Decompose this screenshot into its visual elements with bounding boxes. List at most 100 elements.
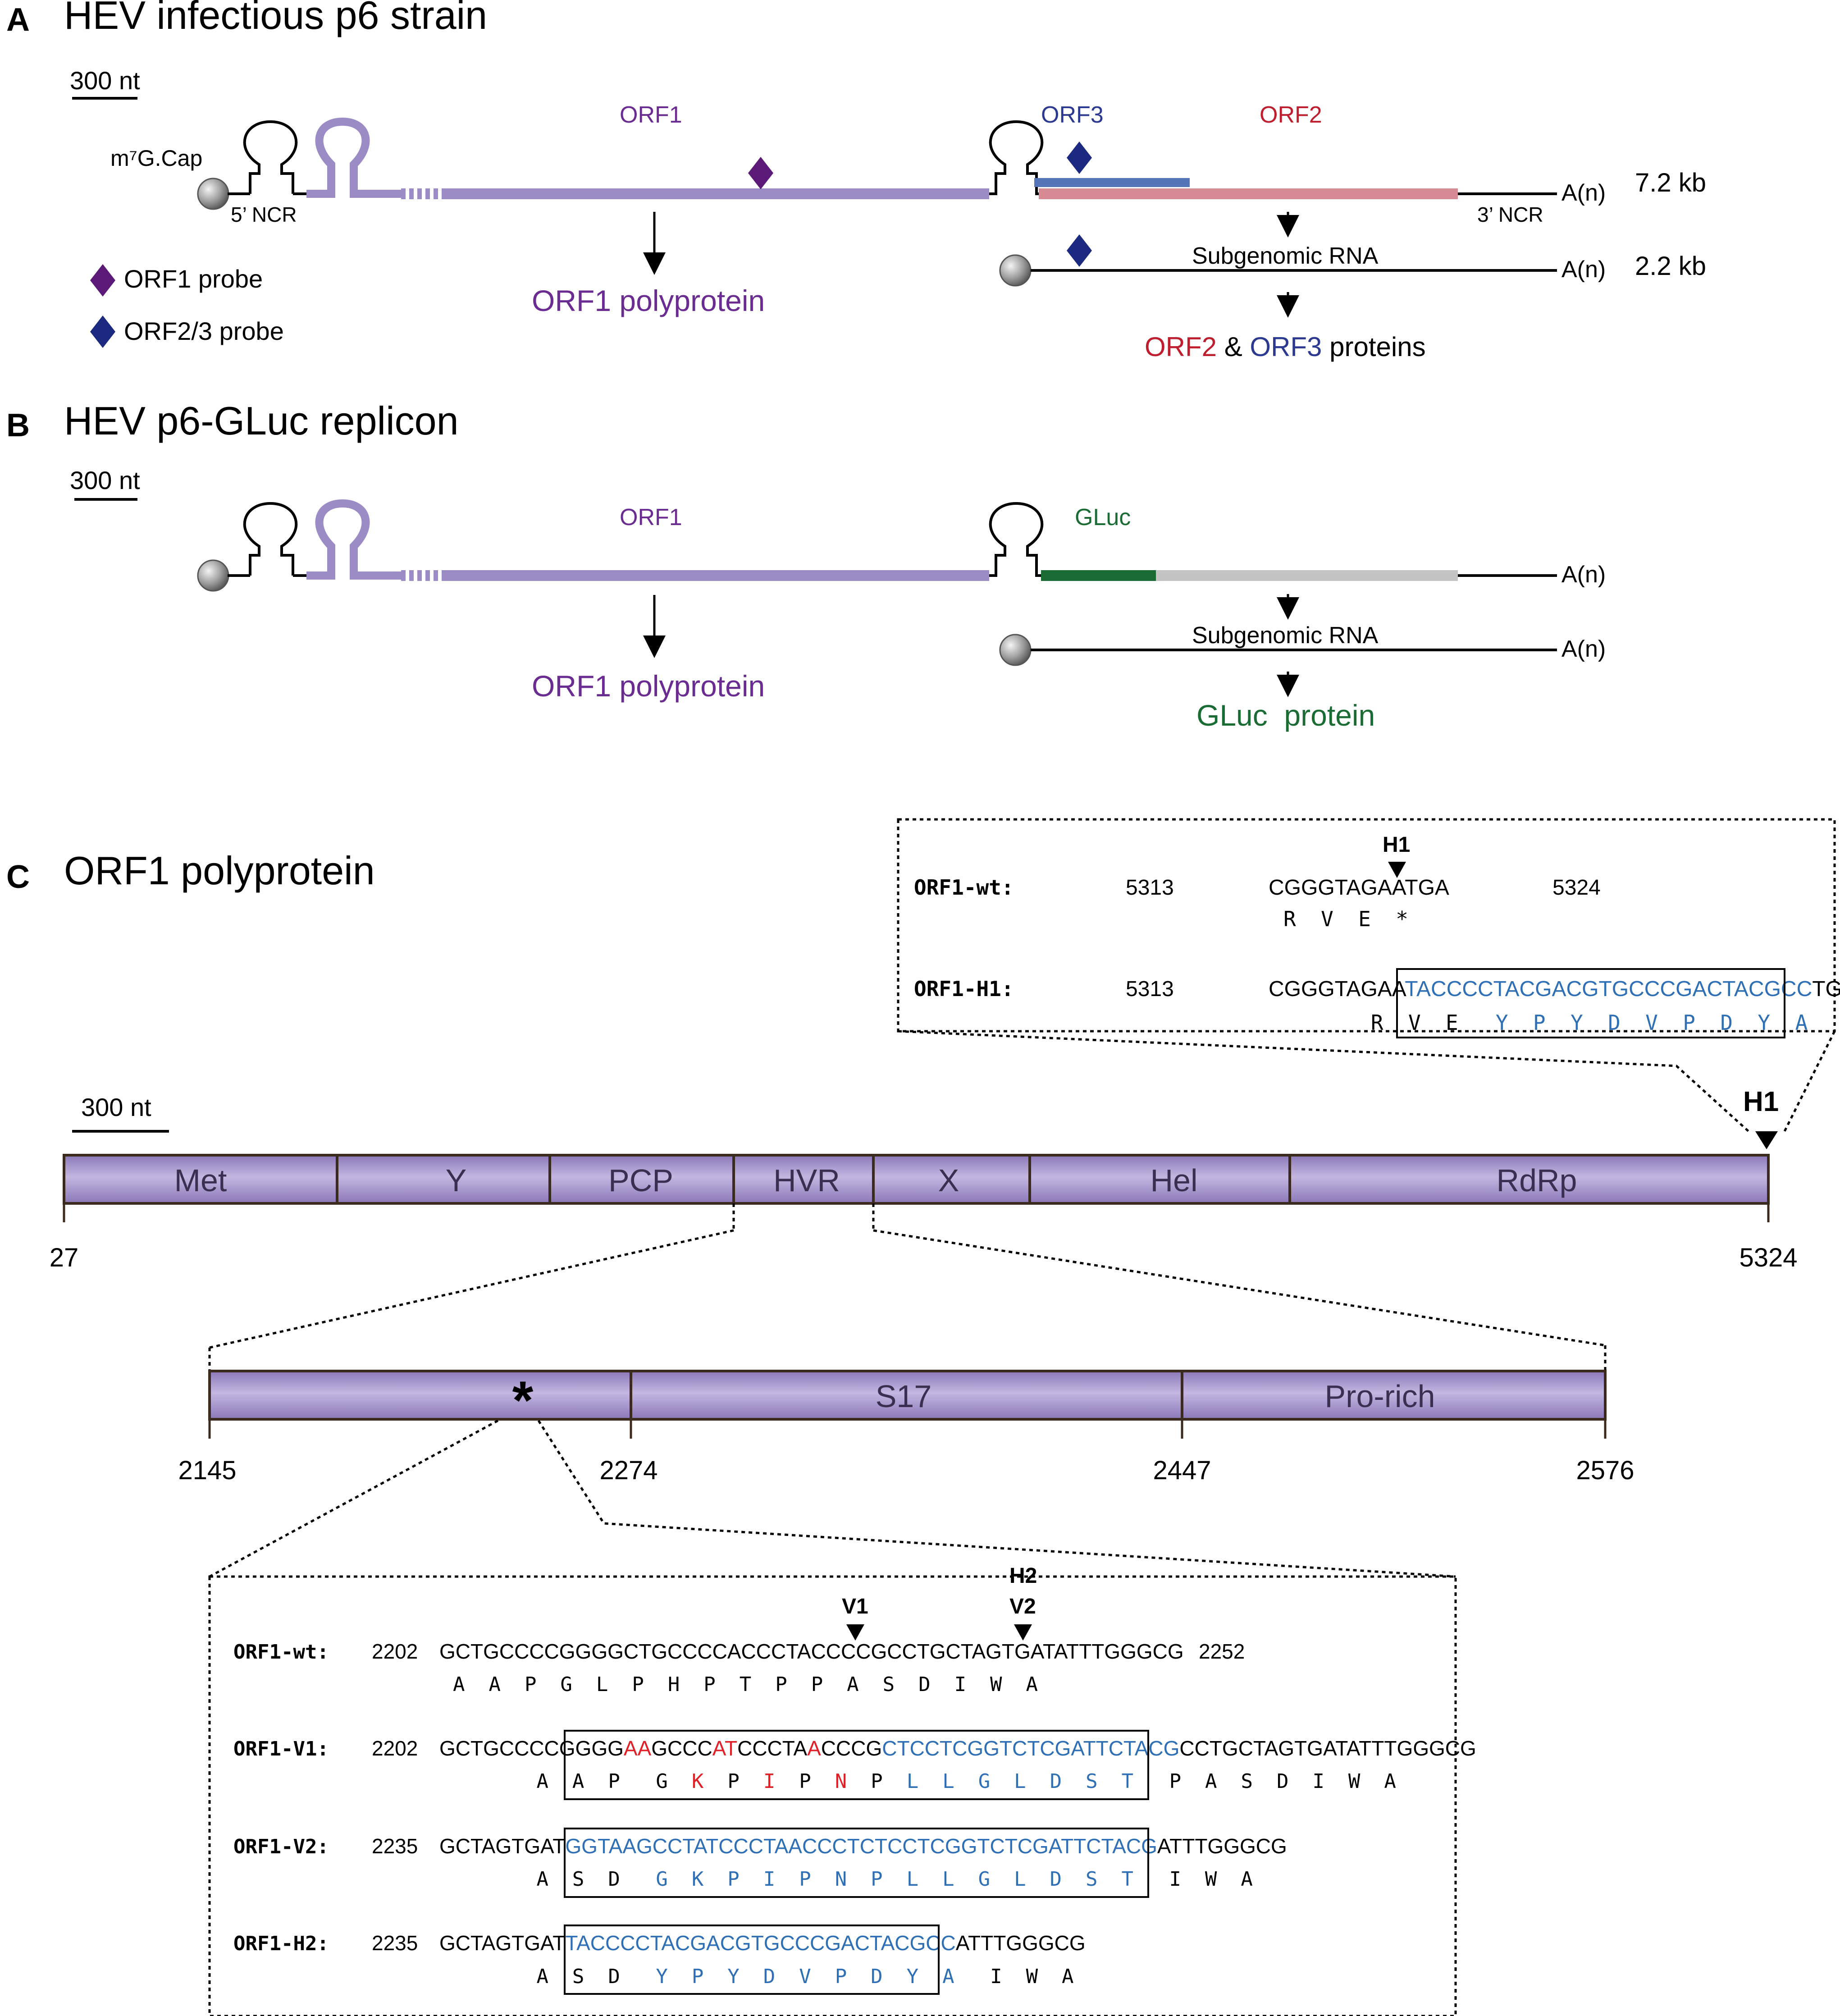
orf1-end-position: 5324 <box>1739 1243 1797 1272</box>
orf23-probe-diamond-icon <box>1067 142 1092 174</box>
h1-insert-box <box>1396 968 1785 1038</box>
legend-orf1-label: ORF1 probe <box>124 265 263 293</box>
replicon-stem-loop-3-icon <box>989 502 1044 577</box>
h2-label: ORF1-H2: <box>233 1932 329 1955</box>
panel-c-scale-label: 300 nt <box>81 1093 151 1121</box>
h1-bar-marker-arrow-icon <box>1755 1131 1778 1149</box>
domain-rdrp-label: RdRp <box>1497 1163 1577 1198</box>
replicon-orf1-label: ORF1 <box>620 504 682 530</box>
replicon-stem-loop-2-icon <box>306 499 401 580</box>
orf23-proteins-label: ORF2 & ORF3 proteins <box>1145 332 1426 362</box>
h2-seq: GCTAGTGATTACCCCTACGACGTGCCCGACTACGCCATTT… <box>439 1931 1086 1955</box>
h2-start: 2235 <box>372 1931 418 1955</box>
panel-b-title: HEV p6-GLuc replicon <box>64 398 459 443</box>
panel-a-cap-label: m⁷G.Cap <box>110 146 202 171</box>
stem-loop-2-icon <box>306 117 401 198</box>
subgenomic-rna-label-b: Subgenomic RNA <box>1192 622 1379 649</box>
orf1-polyprotein-label-a: ORF1 polyprotein <box>532 284 765 317</box>
panel-b: B HEV p6-GLuc replicon 300 nt ORF1 GLuc … <box>6 398 1606 732</box>
domain-hvr-label: HVR <box>773 1163 840 1198</box>
proteins-label: proteins <box>1329 332 1425 362</box>
orf1-domain-bar-fill <box>63 1154 1770 1205</box>
h1-bar-marker-label: H1 <box>1743 1086 1779 1117</box>
h1-box-wt-end: 5324 <box>1552 876 1601 900</box>
hvr-wt-label: ORF1-wt: <box>233 1641 329 1664</box>
h1-connector-left <box>898 1030 1749 1132</box>
legend-orf1-diamond-icon <box>90 264 115 297</box>
orf1-start-position: 27 <box>50 1243 79 1272</box>
h1-connector-right <box>1783 1030 1836 1132</box>
h2-insert-box <box>564 1925 940 1995</box>
h1-box-h1-label: ORF1-H1: <box>914 977 1014 1001</box>
replicon-cap-icon <box>197 559 229 592</box>
orf3-label: ORF3 <box>1041 102 1104 128</box>
v2-insert-box <box>564 1828 1149 1898</box>
domain-hel-label: Hel <box>1150 1163 1197 1198</box>
panel-a: A HEV infectious p6 strain 300 nt m⁷G.Ca… <box>6 0 1706 362</box>
domain-s17-label: S17 <box>876 1379 932 1414</box>
panel-c: C ORF1 polyprotein H1 ORF1-wt: 5313 CGGG… <box>6 818 1840 2016</box>
v2-seq: GCTAGTGATGGTAAGCCTATCCCTAACCCTCTCCTCGGTC… <box>439 1834 1287 1858</box>
hvr-domain-bar: * S17 Pro-rich <box>208 1370 1607 1431</box>
ncr5-label: 5’ NCR <box>231 203 297 226</box>
domain-met-label: Met <box>174 1163 227 1198</box>
subgenomic-probe-diamond-icon <box>1067 234 1092 267</box>
h1-marker-arrow-icon <box>1388 862 1406 878</box>
v1-seq: GCTGCCCCGGGGAAGCCCATCCCTAACCCGCTCCTCGGTC… <box>439 1737 1476 1760</box>
stem-loop-1-icon <box>243 120 298 194</box>
genome-size-label: 7.2 kb <box>1635 168 1706 197</box>
v2-marker-label: V2 <box>1009 1595 1036 1618</box>
v2-marker-arrow-icon <box>1014 1624 1032 1641</box>
h1-marker-label: H1 <box>1383 833 1410 857</box>
v2-aa: A S D G K P I P N P L L G L D S T I W A <box>453 1868 1312 1891</box>
hvr-end-position: 2576 <box>1576 1456 1634 1485</box>
hvr-boundary-2-position: 2447 <box>1153 1456 1211 1485</box>
h1-box-h1-start: 5313 <box>1126 977 1174 1001</box>
domain-x-label: X <box>938 1163 959 1198</box>
hvr-start-position: 2145 <box>178 1456 236 1485</box>
subgenomic-rna-label-a: Subgenomic RNA <box>1192 243 1379 269</box>
h1-box-wt-label: ORF1-wt: <box>914 875 1014 900</box>
panel-c-title: ORF1 polyprotein <box>64 848 375 893</box>
orf2-label: ORF2 <box>1260 102 1322 128</box>
h1-seq-insert: TACCCCTACGACGTGCCCGACTACGCC <box>1405 977 1812 1001</box>
hvr-connector-left-diag <box>209 1229 734 1349</box>
hvr-boundary-1-position: 2274 <box>599 1456 657 1485</box>
h2-aa: A S D Y P Y D V P D Y A I W A <box>453 1965 1133 1988</box>
h1-detail-box <box>897 818 1836 1033</box>
panel-b-scale-label: 300 nt <box>70 466 140 494</box>
stem-loop-3-icon <box>989 120 1044 195</box>
domain-y-label: Y <box>446 1163 467 1198</box>
replicon-polya-label: A(n) <box>1561 562 1606 588</box>
h1-aa-pre: R V E <box>1371 1010 1458 1035</box>
h1-seq-post: TGA <box>1812 977 1840 1001</box>
v1-insert-box <box>564 1730 1149 1800</box>
orf1-domain-bar: Met Y PCP HVR X Hel RdRp <box>63 1154 1770 1205</box>
v1-marker-label: V1 <box>842 1595 868 1618</box>
panel-a-scale-label: 300 nt <box>70 66 140 95</box>
h2-marker-label: H2 <box>1009 1564 1037 1588</box>
bottom-box-connector-left <box>209 1419 499 1578</box>
domain-pro-rich-label: Pro-rich <box>1324 1379 1435 1414</box>
h1-box-wt-seq: CGGGTAGAATGA <box>1269 876 1449 900</box>
orf1-polyprotein-label-b: ORF1 polyprotein <box>532 669 765 703</box>
h1-seq-pre: CGGGTAGAA <box>1269 977 1406 1001</box>
orf3-product-label: ORF3 <box>1250 332 1322 362</box>
replicon-stem-loop-1-icon <box>243 502 298 576</box>
hvr-domain-bar-fill <box>208 1370 1607 1421</box>
ncr3-label: 3’ NCR <box>1477 203 1543 226</box>
v1-start: 2202 <box>372 1737 418 1760</box>
orf2-product-label: ORF2 <box>1145 332 1217 362</box>
h1-box-h1-aa: R V E Y P Y D V P D Y A * <box>1283 1010 1840 1035</box>
replicon-subgenomic-cap-icon <box>999 634 1032 666</box>
hvr-asterisk: * <box>512 1370 534 1431</box>
h1-box-h1-seq: CGGGTAGAATACCCCTACGACGTGCCCGACTACGCCTGA <box>1269 977 1840 1001</box>
hvr-wt-aa: A A P G L P H P T P P A S D I W A <box>453 1673 1038 1696</box>
domain-pcp-label: PCP <box>608 1163 673 1198</box>
panel-b-letter: B <box>6 407 30 443</box>
legend-orf23-diamond-icon <box>90 315 115 348</box>
panel-a-letter: A <box>6 2 30 38</box>
hvr-connector-right-diag <box>873 1229 1606 1347</box>
h1-box-wt-aa: R V E * <box>1283 907 1408 931</box>
